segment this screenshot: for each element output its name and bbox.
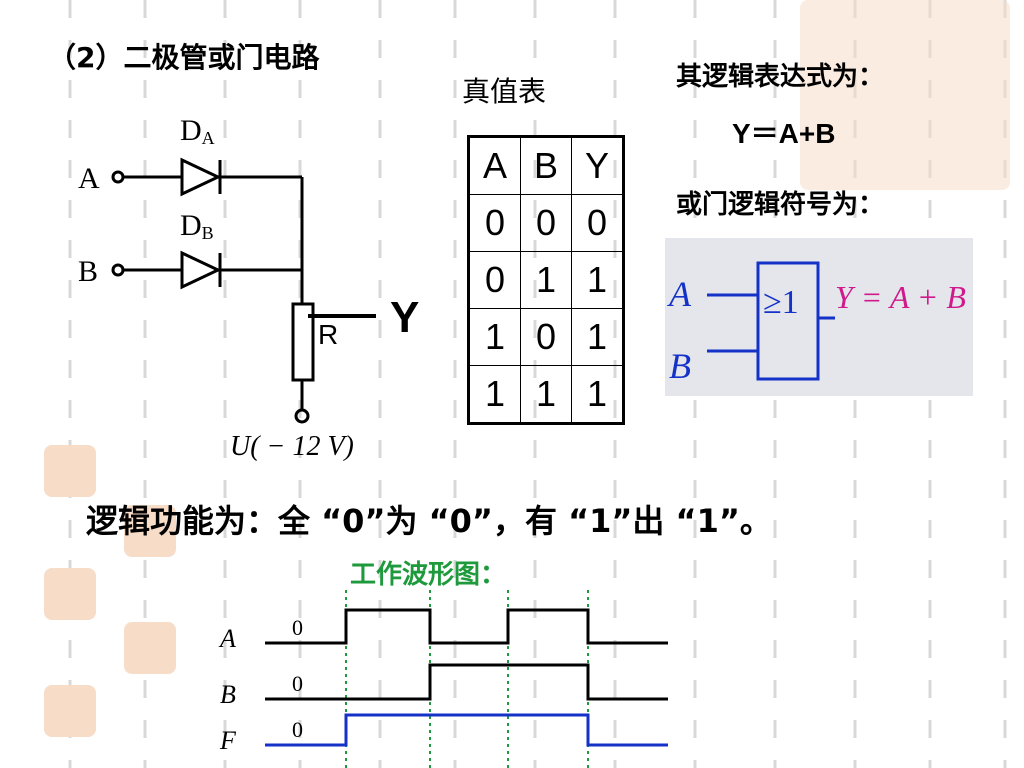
decorative-seal — [44, 445, 96, 497]
table-row: 0 0 0 — [468, 194, 624, 252]
supply-terminal — [294, 408, 310, 424]
decorative-seal — [44, 685, 96, 737]
symbol-output-expression: Y = A + B — [835, 279, 966, 315]
table-cell: 1 — [571, 308, 624, 366]
input-b-terminal — [111, 263, 125, 277]
symbol-input-a: A — [667, 274, 692, 314]
waveform-b — [265, 663, 668, 701]
table-header-cell: A — [468, 136, 521, 195]
table-cell: 0 — [520, 194, 572, 252]
logic-function-text: 逻辑功能为：全 “0”为 “0”，有 “1”出 “1”。 — [86, 502, 772, 540]
table-cell: 0 — [468, 194, 521, 252]
waveform-label-b: B — [220, 680, 236, 709]
table-cell: 0 — [571, 194, 624, 252]
slide-title: （2）二极管或门电路 — [48, 41, 320, 74]
supply-label: U( − 12 V) — [230, 431, 354, 462]
output-y-label: Y — [390, 293, 419, 342]
truth-table-caption: 真值表 — [462, 75, 547, 108]
symbol-input-b: B — [669, 346, 691, 386]
or-gate-box — [756, 261, 820, 381]
table-cell: 1 — [468, 308, 521, 366]
diode-a-icon — [180, 157, 222, 197]
or-gate-label: ≥1 — [763, 284, 799, 321]
table-cell: 1 — [520, 251, 572, 309]
table-cell: 0 — [520, 308, 572, 366]
waveform-label-f: F — [219, 726, 237, 755]
table-cell: 1 — [571, 251, 624, 309]
table-cell: 1 — [571, 365, 624, 424]
or-gate-symbol: ≥1 A B Y = A + B — [667, 261, 966, 386]
waveform-f-initial: 0 — [292, 717, 303, 742]
symbol-label: 或门逻辑符号为： — [676, 190, 885, 220]
waveform-diagram: 工作波形图： A B F 0 0 0 — [218, 560, 668, 768]
table-header-cell: Y — [571, 136, 624, 195]
waveform-b-initial: 0 — [292, 671, 303, 696]
or-gate-symbol-panel: ≥1 A B Y = A + B — [665, 238, 973, 396]
table-row: 1 0 1 — [468, 308, 624, 366]
input-a-terminal — [111, 170, 125, 184]
decorative-seal — [44, 568, 96, 620]
decorative-seal — [124, 622, 176, 674]
logic-expression: Y＝A+B — [732, 118, 836, 149]
waveform-label-a: A — [218, 624, 236, 653]
waveform-f — [265, 713, 668, 747]
table-header-cell: B — [520, 136, 572, 195]
diode-or-circuit: DA DB A B R Y U( − 12 V) — [78, 114, 419, 462]
table-row: 0 1 1 — [468, 251, 624, 309]
table-row: 1 1 1 — [468, 365, 624, 424]
waveform-a — [265, 608, 668, 645]
table-header-row: A B Y — [468, 136, 624, 195]
waveform-title: 工作波形图： — [350, 560, 506, 590]
truth-table: A B Y 0 0 0 0 1 1 1 0 1 1 1 1 — [467, 135, 625, 425]
table-cell: 1 — [520, 365, 572, 424]
decorative-seal — [124, 505, 176, 557]
input-a-label: A — [78, 162, 100, 195]
input-b-label: B — [78, 255, 98, 288]
table-cell: 0 — [468, 251, 521, 309]
waveform-a-initial: 0 — [292, 615, 303, 640]
decorative-seal-large — [800, 0, 1010, 190]
diode-b-icon — [180, 250, 222, 290]
diode-a-label: DA — [180, 114, 215, 148]
resistor-label: R — [318, 319, 338, 350]
table-cell: 1 — [468, 365, 521, 424]
expression-label: 其逻辑表达式为： — [676, 62, 885, 92]
diode-b-label: DB — [180, 209, 214, 243]
